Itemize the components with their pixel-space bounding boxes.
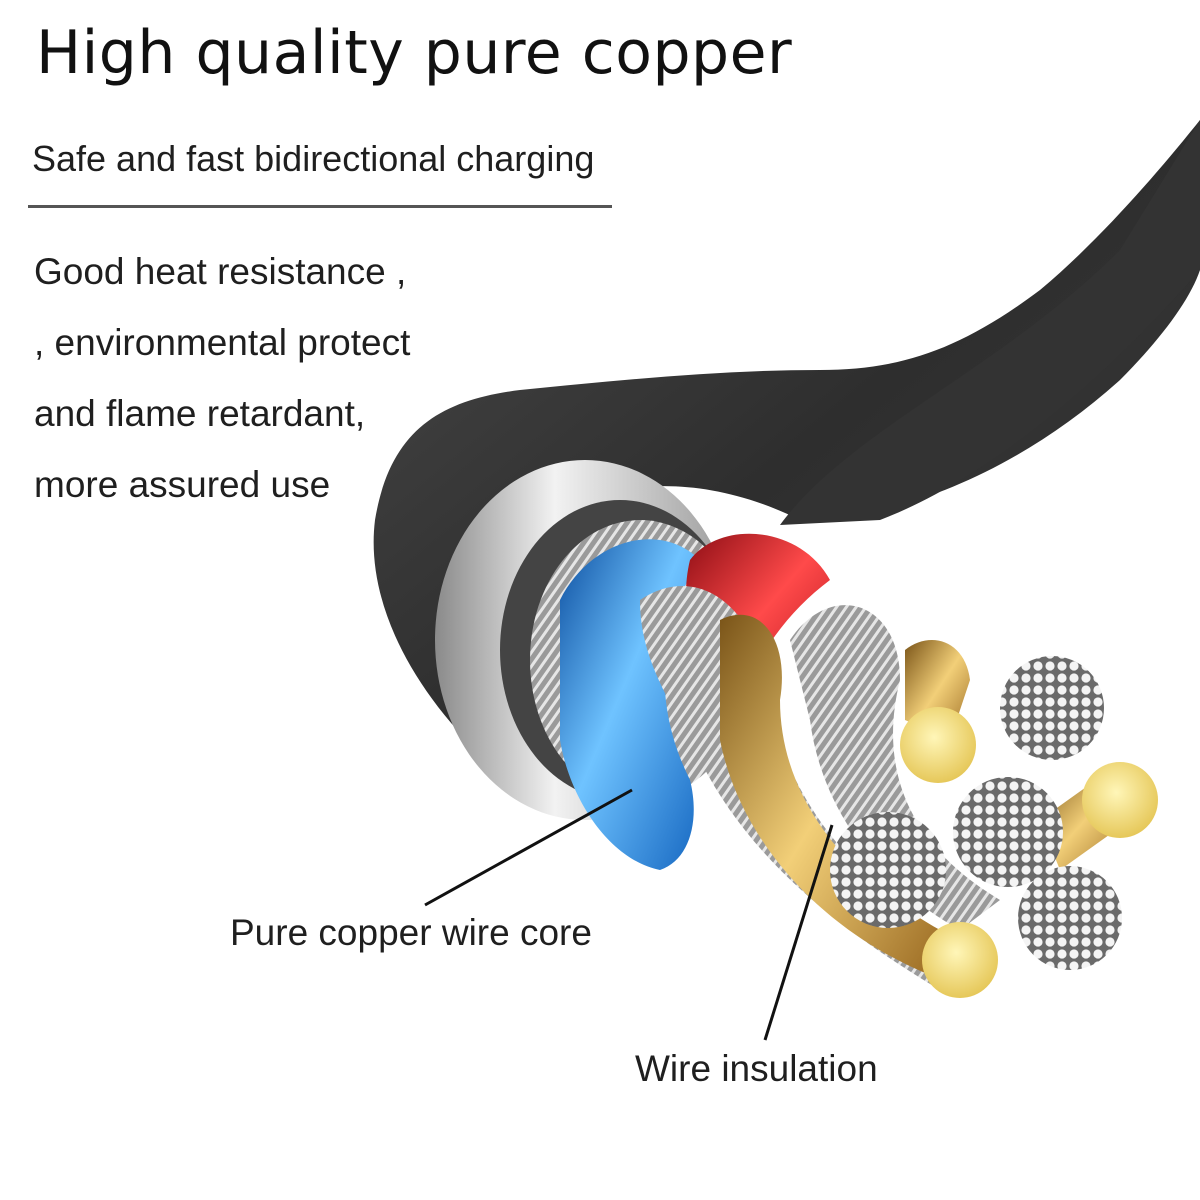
callout-line-core	[424, 788, 633, 907]
copper-tip-3	[922, 922, 998, 998]
subheadline: Safe and fast bidirectional charging	[32, 138, 595, 179]
strand-bundle-1	[1000, 656, 1104, 760]
copper-conductor-1	[720, 614, 940, 975]
strand-bundle-3	[830, 812, 946, 928]
braid-strands-2	[790, 605, 1000, 930]
callout-core-label: Pure copper wire core	[230, 912, 592, 953]
callout-insulation-label: Wire insulation	[635, 1048, 878, 1089]
feature-line: , environmental protect	[34, 322, 411, 363]
divider	[28, 205, 612, 208]
callout-line-insulation	[763, 824, 834, 1041]
cable-jacket	[373, 120, 1200, 800]
feature-line: and flame retardant,	[34, 393, 366, 434]
feature-line: more assured use	[34, 464, 331, 505]
strand-bundle-2	[953, 777, 1063, 887]
feature-line: Good heat resistance ,	[34, 251, 407, 292]
headline: High quality pure copper	[36, 18, 793, 88]
copper-tip-1	[900, 707, 976, 783]
strand-bundle-4	[1018, 866, 1122, 970]
feature-list: Good heat resistance , , environmental p…	[34, 236, 410, 520]
copper-tip-2	[1082, 762, 1158, 838]
cable-jacket-body	[780, 120, 1200, 525]
